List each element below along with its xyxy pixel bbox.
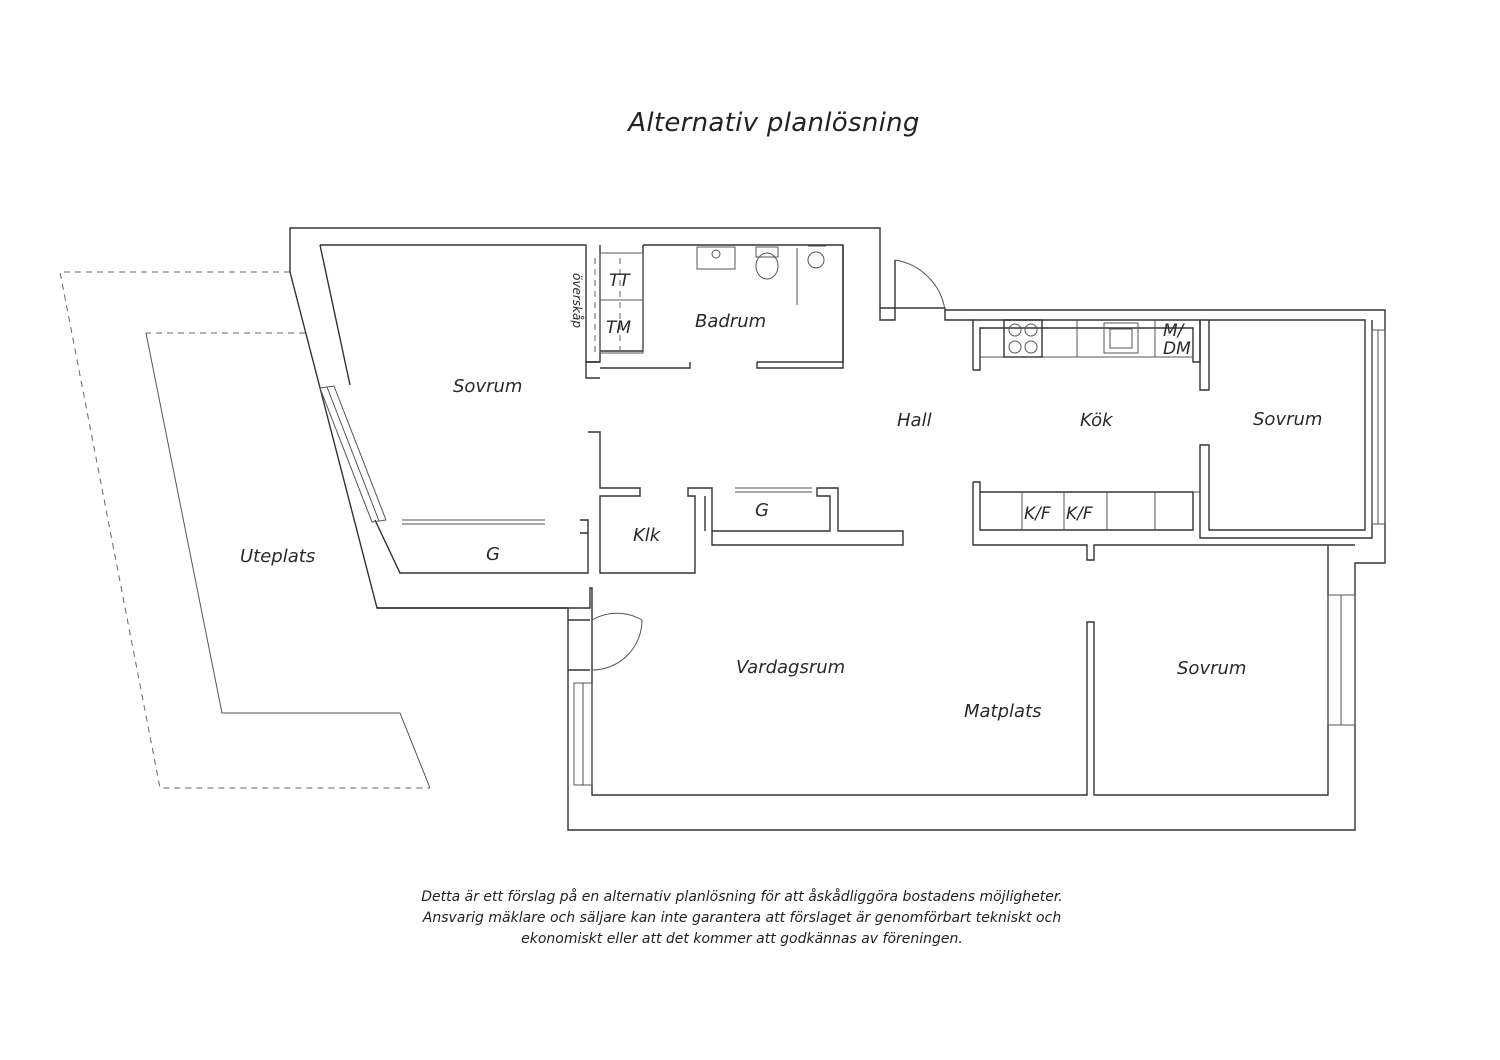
label-badrum: Badrum xyxy=(695,311,766,332)
entrance-door xyxy=(879,259,974,370)
label-md-line1: M/ xyxy=(1163,321,1186,341)
label-g-left: G xyxy=(486,544,500,565)
label-md-line2: DM xyxy=(1163,339,1191,359)
closet-walls xyxy=(402,431,904,574)
disclaimer-line-1: Detta är ett förslag på en alternativ pl… xyxy=(421,889,1063,905)
disclaimer-line-2: Ansvarig mäklare och säljare kan inte ga… xyxy=(422,910,1062,926)
kitchen-lower-counter xyxy=(972,481,1355,561)
bathroom-walls xyxy=(585,244,844,379)
page-title: Alternativ planlösning xyxy=(628,108,920,138)
label-matplats: Matplats xyxy=(964,701,1042,722)
label-sovrum-left: Sovrum xyxy=(453,376,522,397)
label-overskap: överskåp xyxy=(570,273,584,328)
label-kf-1: K/F xyxy=(1024,504,1051,524)
label-hall: Hall xyxy=(897,410,932,431)
living-room-walls xyxy=(377,545,1356,796)
label-kf-2: K/F xyxy=(1066,504,1093,524)
bedroom-right-top-walls xyxy=(1199,319,1386,539)
disclaimer-line-3: ekonomiskt eller att det kommer att godk… xyxy=(521,931,963,947)
label-g-mid: G xyxy=(755,500,769,521)
label-sovrum-right-top: Sovrum xyxy=(1253,409,1322,430)
label-klk: Klk xyxy=(633,525,662,546)
label-vardagsrum: Vardagsrum xyxy=(736,657,845,678)
label-uteplats: Uteplats xyxy=(240,546,315,567)
label-kok: Kök xyxy=(1080,410,1114,431)
label-tt: TT xyxy=(609,271,631,291)
disclaimer-text: Detta är ett förslag på en alternativ pl… xyxy=(330,887,1154,950)
label-sovrum-right-bottom: Sovrum xyxy=(1177,658,1246,679)
window-left-bedroom xyxy=(319,385,387,523)
label-tm: TM xyxy=(606,318,631,338)
terrace-outline xyxy=(59,271,431,789)
